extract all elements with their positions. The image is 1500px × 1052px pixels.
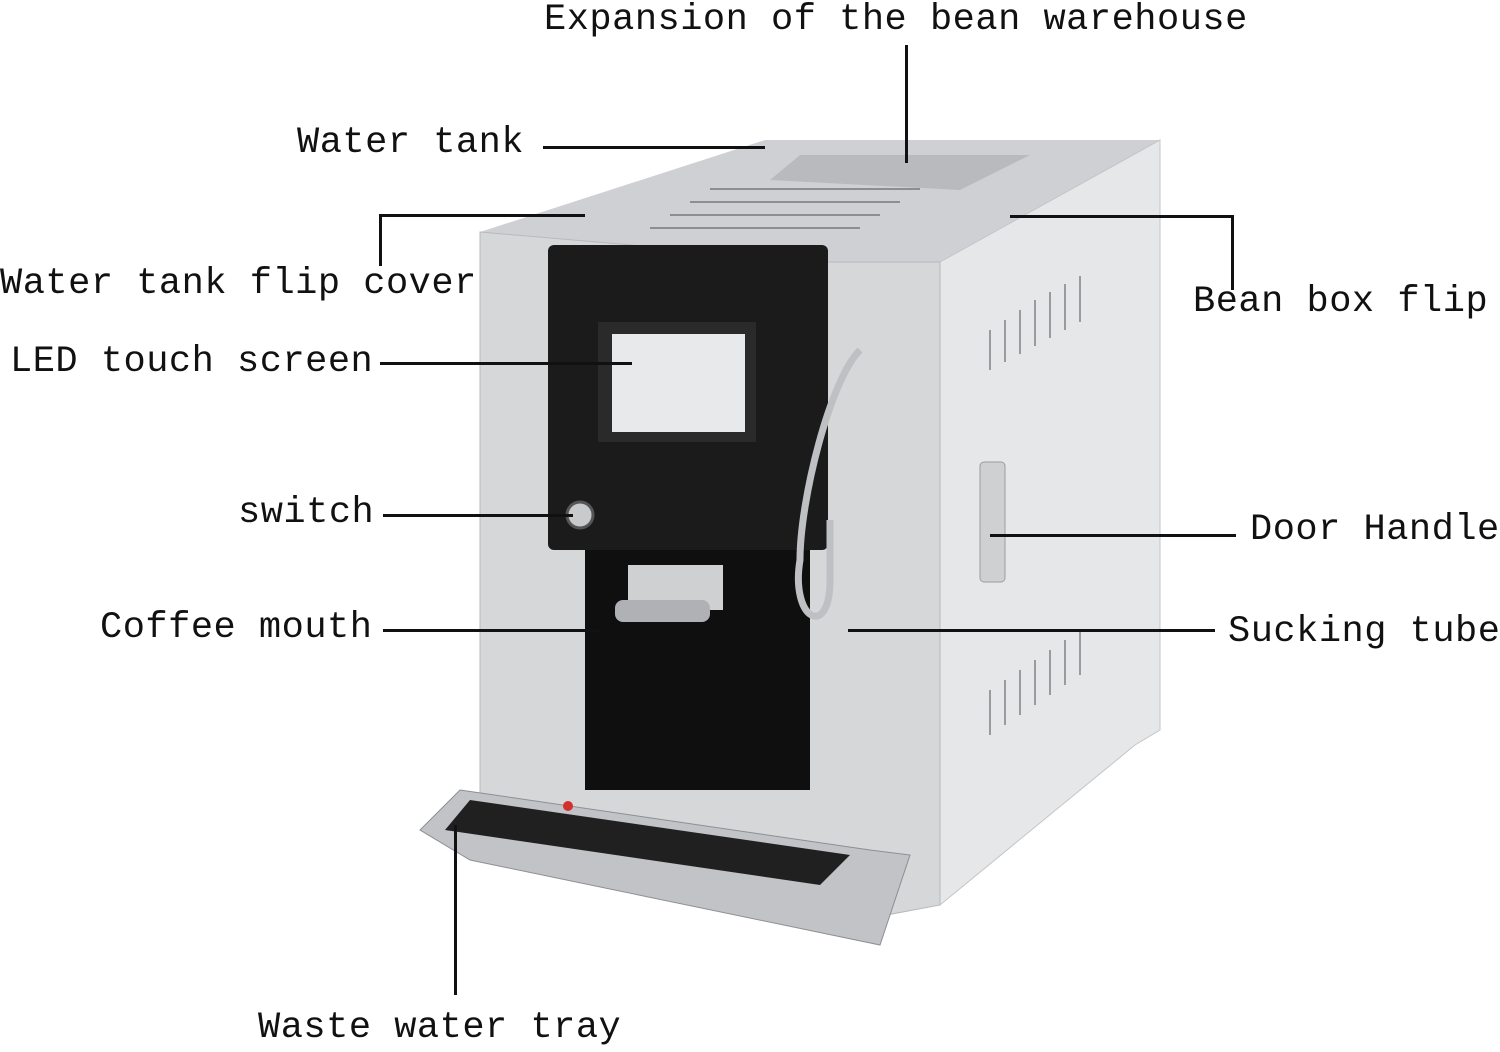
label-sucking-tube: Sucking tube [1228, 611, 1500, 653]
label-waste-water-tray: Waste water tray [258, 1007, 622, 1049]
label-water-tank-flip-cover: Water tank flip cover [0, 263, 477, 305]
leader-bean-warehouse [905, 45, 908, 163]
top-vents [650, 188, 920, 229]
label-water-tank: Water tank [297, 122, 525, 164]
label-coffee-mouth: Coffee mouth [100, 607, 373, 649]
machine-side [939, 139, 1161, 907]
leader-flip-cover-h [379, 214, 585, 217]
leader-water-tank [543, 146, 765, 149]
side-vents-lower [989, 630, 1081, 735]
bean-warehouse-lid [770, 155, 1030, 190]
drip-tray-grate [445, 800, 850, 885]
leader-waste-tray [454, 825, 457, 995]
coffee-spout-tip [615, 600, 710, 622]
leader-coffee-mouth [383, 629, 600, 632]
label-bean-box-flip: Bean box flip [1193, 281, 1489, 323]
side-vents-upper [989, 276, 1081, 370]
label-switch: switch [238, 492, 375, 534]
touch-screen-display [612, 334, 745, 432]
indicator-dot [563, 801, 573, 811]
leader-flip-cover-v [379, 214, 382, 266]
leader-led-screen [380, 362, 632, 365]
leader-door-handle [990, 534, 1236, 537]
leader-bean-box-h [1010, 215, 1234, 218]
leader-switch [383, 514, 573, 517]
leader-bean-box-v [1231, 215, 1234, 290]
leader-sucking-tube [848, 629, 1215, 632]
door-handle [979, 461, 1006, 583]
label-led-touch-screen: LED touch screen [10, 341, 374, 383]
sucking-tube [795, 347, 863, 620]
label-bean-warehouse: Expansion of the bean warehouse [544, 0, 1248, 41]
label-door-handle: Door Handle [1250, 509, 1500, 551]
